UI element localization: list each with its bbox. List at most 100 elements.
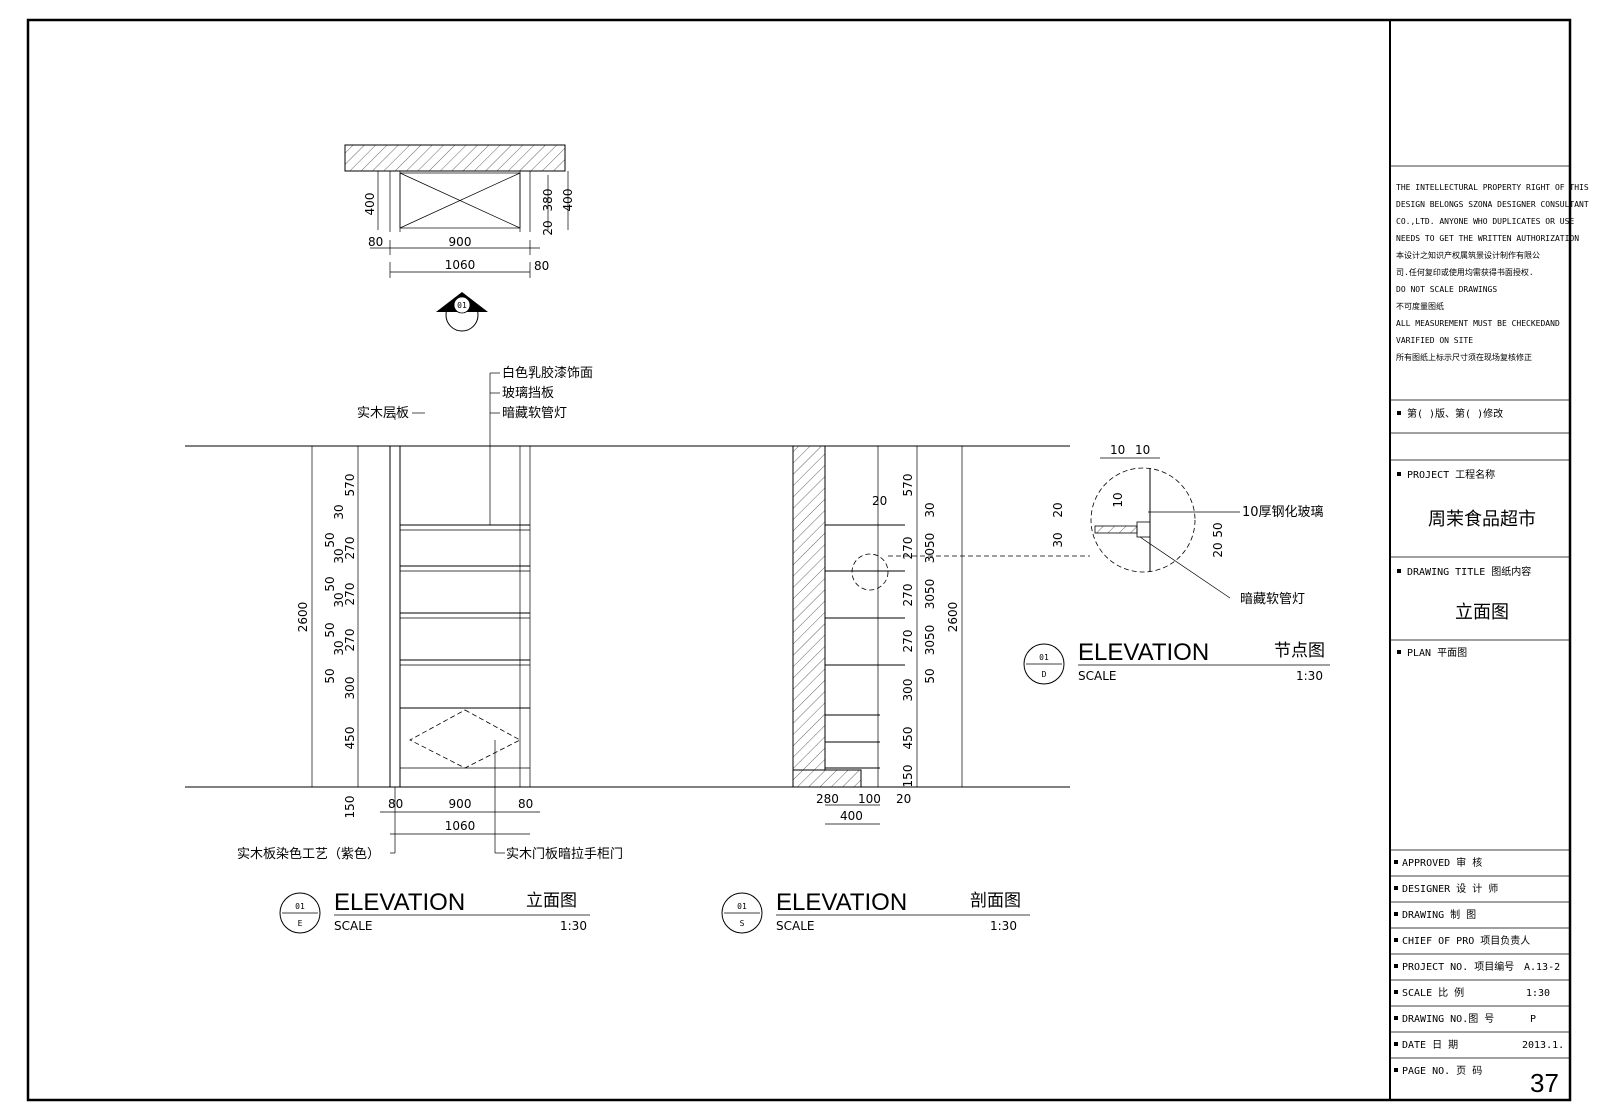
elev-e-h30a: 30 — [332, 504, 346, 519]
project-label: PROJECT 工程名称 — [1407, 468, 1495, 481]
sec-s-h300: 300 — [901, 679, 915, 702]
plan-dim-80-right: 80 — [534, 259, 549, 273]
elev-e-h50b: 50 — [323, 576, 337, 591]
row-chief: CHIEF OF PRO 项目负责人 — [1402, 934, 1530, 947]
plan-dim-380: 380 — [541, 189, 555, 212]
row-date-value: 2013.1. — [1522, 1040, 1564, 1051]
row-scale-value: 1:30 — [1526, 988, 1550, 999]
elev-e-h270a: 270 — [343, 537, 357, 560]
elev-e-b80-left: 80 — [388, 797, 403, 811]
plan-section-marker: 01 — [457, 301, 467, 310]
plan-dim-1060: 1060 — [445, 258, 476, 272]
notice-line-4: NEEDS TO GET THE WRITTEN AUTHORIZATION — [1396, 234, 1579, 243]
elev-e-h570: 570 — [343, 474, 357, 497]
elev-e-scale-label: SCALE — [334, 919, 372, 933]
elev-e-h30d: 30 — [332, 640, 346, 655]
sec-s-title-letter: S — [740, 919, 745, 928]
elev-e-b1060: 1060 — [445, 819, 476, 833]
sec-s-h450: 450 — [901, 727, 915, 750]
detail-dim-v20b: 20 — [1211, 542, 1225, 557]
sec-s-title-num: 01 — [737, 902, 747, 911]
detail-scale-label: SCALE — [1078, 669, 1116, 683]
notice-line-1: THE INTELLECTURAL PROPERTY RIGHT OF THIS — [1396, 183, 1589, 192]
row-approved: APPROVED 审 核 — [1402, 856, 1482, 869]
row-project-no: PROJECT NO. 项目编号 — [1402, 960, 1514, 973]
elev-e-h50a: 50 — [323, 532, 337, 547]
detail-title: ELEVATION — [1078, 639, 1209, 666]
detail-callout-glass: 10厚钢化玻璃 — [1242, 505, 1324, 520]
detail-dim-v20: 20 — [1051, 502, 1065, 517]
elev-e-h300: 300 — [343, 677, 357, 700]
plan-view: 400 20 380 400 80 900 1060 80 01 — [344, 144, 575, 332]
section-s-shelves — [825, 524, 905, 769]
elev-e-b80-right: 80 — [518, 797, 533, 811]
sec-s-h570: 570 — [901, 474, 915, 497]
callout-light: 暗藏软管灯 — [502, 406, 567, 421]
detail-title-letter: D — [1042, 670, 1047, 679]
notice-line-11: 所有图纸上标示尺寸须在现场复核修正 — [1396, 352, 1532, 362]
sec-s-h30: 30 — [923, 502, 937, 517]
plan-dim-80-left: 80 — [368, 235, 383, 249]
sec-s-h270a: 270 — [901, 537, 915, 560]
notice-line-3: CO.,LTD. ANYONE WHO DUPLICATES OR USE — [1396, 217, 1574, 226]
plan-dim-20: 20 — [541, 220, 555, 235]
sec-s-b280: 280 — [816, 792, 839, 806]
callout-door: 实木门板暗拉手柜门 — [506, 847, 623, 862]
elev-e-scale: 1:30 — [560, 919, 587, 933]
callout-shelf: 实木层板 — [357, 406, 409, 421]
row-drawing-no: DRAWING NO.图 号 — [1402, 1013, 1494, 1025]
drawing-title: 立面图 — [1455, 602, 1509, 623]
elev-e-h270c: 270 — [343, 629, 357, 652]
elev-e-h150: 150 — [343, 796, 357, 819]
detail-dim-t10b: 10 — [1135, 443, 1150, 457]
sec-s-h20: 20 — [872, 494, 887, 508]
notice-line-8: 不可度量图纸 — [1396, 301, 1444, 311]
notice-line-7: DO NOT SCALE DRAWINGS — [1396, 285, 1497, 294]
sec-s-h50: 50 — [923, 668, 937, 683]
detail-dim-v10: 10 — [1111, 492, 1125, 507]
sec-s-scale: 1:30 — [990, 919, 1017, 933]
elev-e-h450: 450 — [343, 727, 357, 750]
elev-e-title-num: 01 — [295, 902, 305, 911]
elevation-e: 白色乳胶漆饰面 玻璃挡板 暗藏软管灯 实木层板 实木板染色工艺（紫色） 实木门板… — [185, 365, 1070, 934]
detail-title-cn: 节点图 — [1274, 641, 1325, 661]
row-scale: SCALE 比 例 — [1402, 986, 1464, 999]
plan-dim-400-right: 400 — [561, 189, 575, 212]
sec-s-h3050b: 3050 — [923, 579, 937, 610]
detail-title-num: 01 — [1039, 653, 1049, 662]
sec-s-b400: 400 — [840, 809, 863, 823]
drawing-title-label: DRAWING TITLE 图纸内容 — [1407, 565, 1531, 578]
sec-s-b20: 20 — [896, 792, 911, 806]
elev-e-h50d: 50 — [323, 668, 337, 683]
sec-s-h270c: 270 — [901, 630, 915, 653]
row-project-no-value: A.13-2 — [1524, 962, 1560, 973]
callout-finish: 白色乳胶漆饰面 — [502, 365, 593, 381]
detail-dim-v50: 50 — [1211, 522, 1225, 537]
section-s: 2600 570 30 20 270 3050 270 3050 270 305… — [721, 445, 1090, 934]
detail-dim-v30: 30 — [1051, 532, 1065, 547]
sec-s-h270b: 270 — [901, 584, 915, 607]
sheet-outer-border — [26, 18, 1572, 1102]
elev-e-total-height: 2600 — [296, 602, 310, 633]
sec-s-b100: 100 — [858, 792, 881, 806]
revision-label: 第( )版、第( )修改 — [1407, 407, 1503, 420]
notice-line-9: ALL MEASUREMENT MUST BE CHECKEDAND — [1396, 319, 1560, 328]
elev-e-h30b: 30 — [332, 548, 346, 563]
elev-e-title-letter: E — [298, 919, 303, 928]
sec-s-title-cn: 剖面图 — [970, 891, 1021, 911]
detail-d: 10厚钢化玻璃 暗藏软管灯 10 10 10 20 30 50 20 01 D … — [1023, 443, 1330, 685]
row-drawing-no-value: P — [1530, 1014, 1536, 1025]
notice-line-6: 司.任何复印或使用均需获得书面授权. — [1396, 267, 1534, 277]
sec-s-h3050a: 3050 — [923, 533, 937, 564]
row-drawing: DRAWING 制 图 — [1402, 908, 1476, 921]
elev-e-title: ELEVATION — [334, 889, 465, 916]
elev-e-title-cn: 立面图 — [526, 891, 577, 911]
ip-notice: THE INTELLECTURAL PROPERTY RIGHT OF THIS… — [1396, 183, 1589, 362]
plan-label: PLAN 平面图 — [1407, 647, 1467, 659]
elev-e-h30c: 30 — [332, 592, 346, 607]
sec-s-h150: 150 — [901, 765, 915, 788]
plan-dim-900: 900 — [449, 235, 472, 249]
sec-s-h3050c: 3050 — [923, 625, 937, 656]
notice-line-10: VARIFIED ON SITE — [1396, 336, 1473, 345]
